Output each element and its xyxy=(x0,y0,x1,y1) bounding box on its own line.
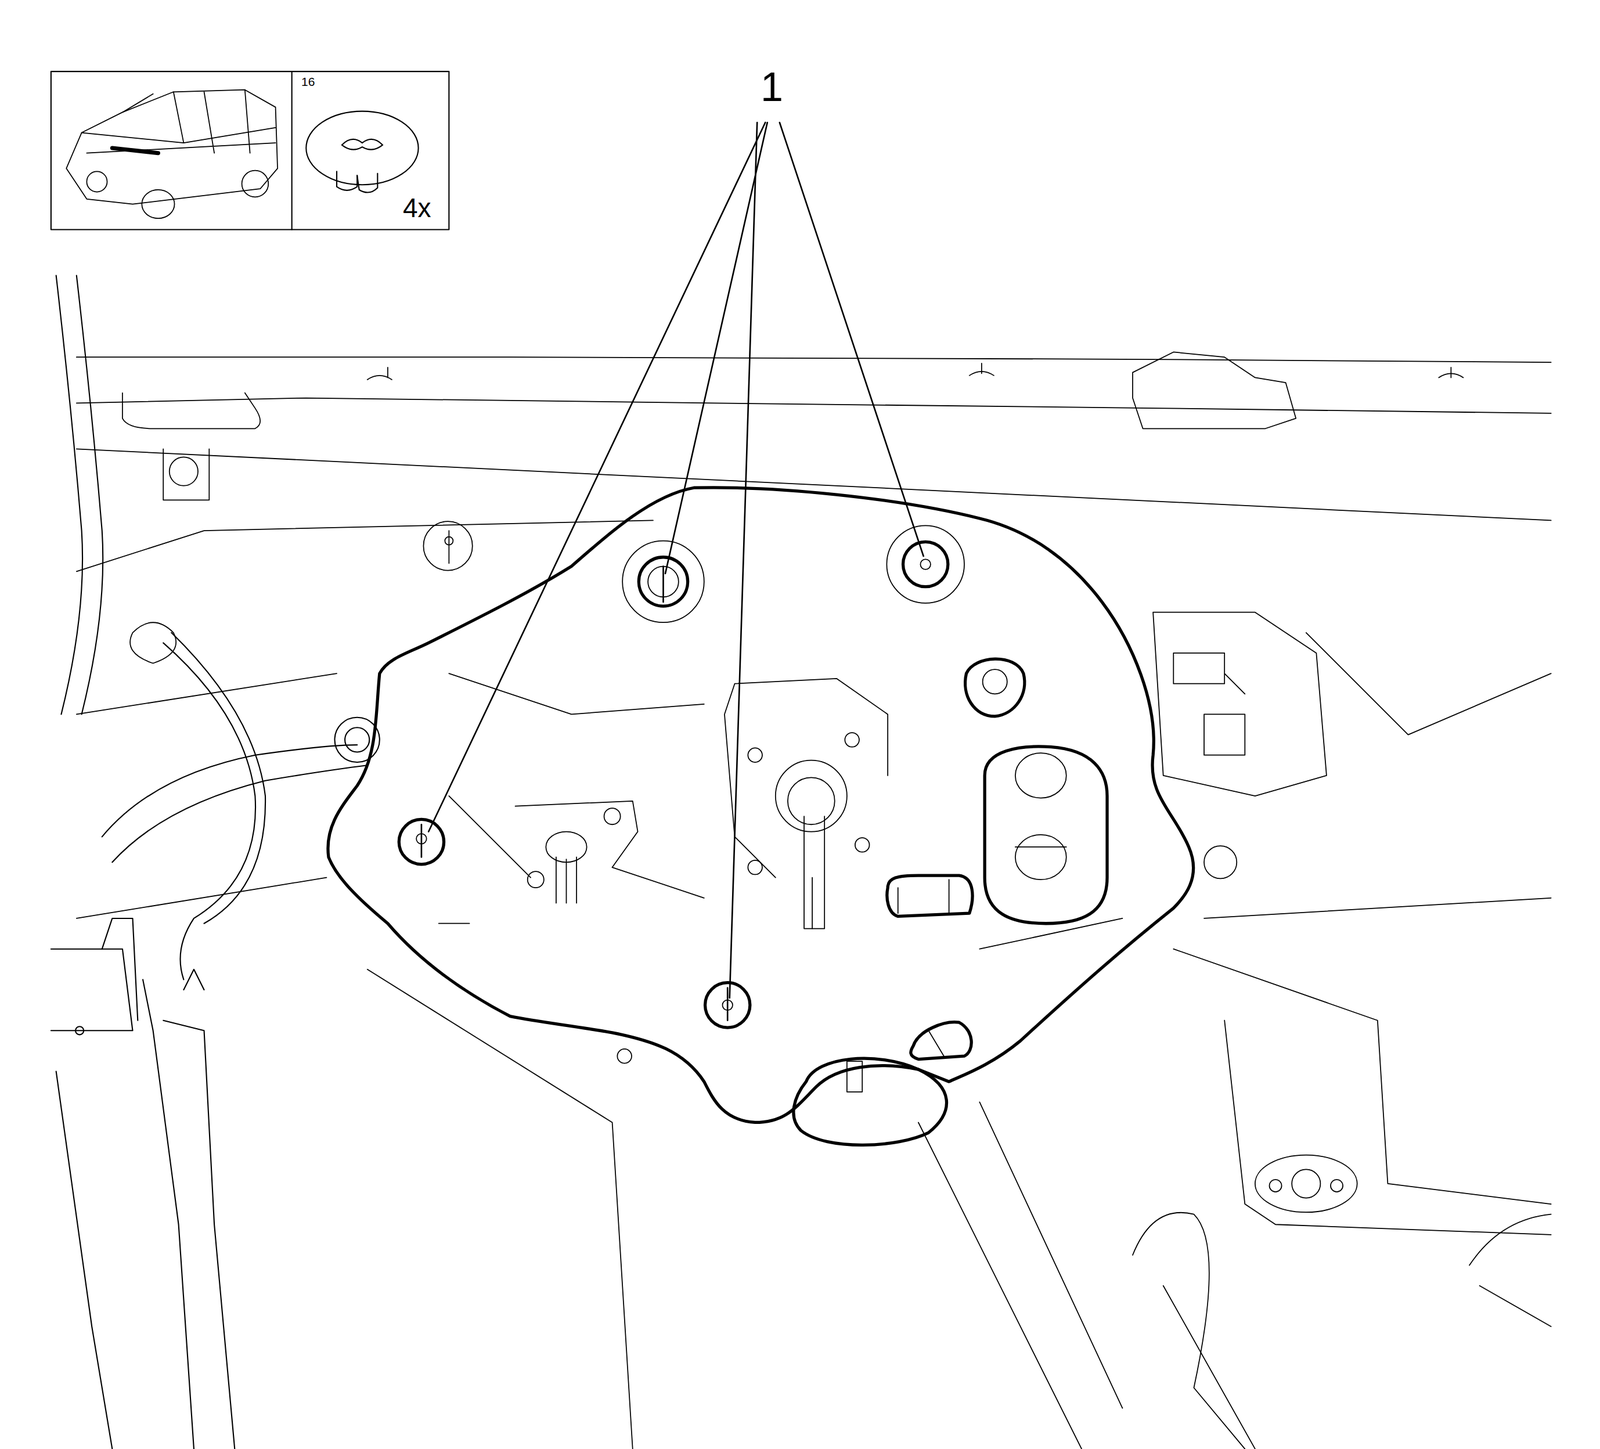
vehicle-locator xyxy=(66,89,278,219)
panel-details xyxy=(438,669,1123,1093)
insulation-panel xyxy=(328,487,1194,1146)
leader-line xyxy=(428,122,924,998)
inset-frame xyxy=(51,71,449,230)
part-number: 16 xyxy=(301,75,315,88)
clip-symbol xyxy=(305,111,418,193)
body-structure xyxy=(76,351,1552,1449)
callout-number: 1 xyxy=(760,66,784,108)
quantity-label: 4x xyxy=(402,194,432,222)
wiring-harness xyxy=(51,275,368,1449)
clip-fastener xyxy=(334,525,965,1028)
